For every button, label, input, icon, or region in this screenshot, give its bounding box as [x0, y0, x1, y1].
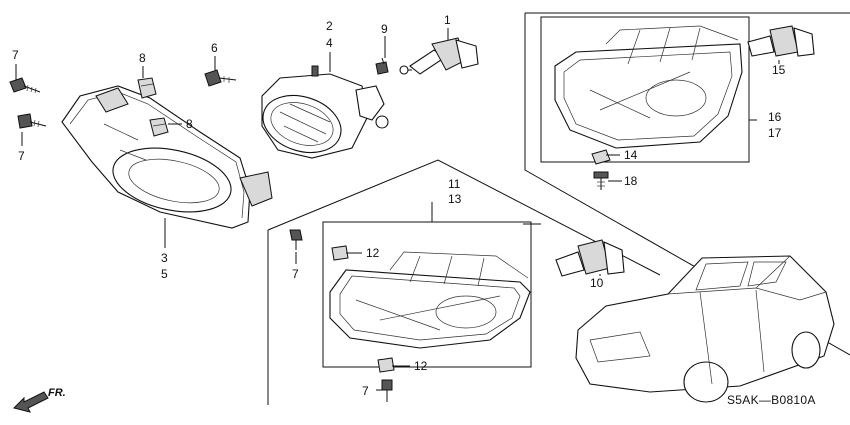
callout-2: 2 — [326, 19, 333, 33]
callout-9: 9 — [381, 22, 388, 36]
screw-7-center-upper — [289, 229, 303, 250]
screw-7-center-lower — [381, 379, 393, 402]
screw-6 — [204, 69, 237, 87]
callout-18: 18 — [624, 174, 638, 188]
callout-14: 14 — [624, 148, 638, 162]
front-label: FR. — [48, 387, 66, 399]
callout-17: 17 — [768, 126, 782, 140]
callout-10: 10 — [590, 276, 604, 290]
inset-frame-right — [540, 16, 750, 163]
callout-labels: 1 2 3 4 5 6 7 7 7 7 8 8 9 10 11 12 12 13… — [12, 13, 786, 398]
leader-lines — [15, 28, 780, 391]
fog-light-unit — [261, 65, 389, 159]
clip-8-upper — [137, 77, 157, 99]
callout-13: 13 — [448, 192, 462, 206]
inset-frame-center — [322, 221, 532, 368]
callout-7-upper-left: 7 — [12, 48, 19, 62]
callout-12-upper: 12 — [366, 246, 380, 260]
bulb-10 — [555, 239, 625, 277]
car-silhouette — [575, 255, 835, 403]
callout-8-upper: 8 — [139, 51, 146, 65]
callout-5: 5 — [161, 267, 168, 281]
clip-12-upper — [331, 245, 349, 261]
callout-15: 15 — [772, 63, 786, 77]
diagram-code: S5AK—B0810A — [727, 393, 816, 407]
callout-6: 6 — [211, 41, 218, 55]
clip-8-lower — [149, 117, 169, 137]
callout-16: 16 — [768, 110, 782, 124]
fog-light-center — [329, 251, 531, 349]
clip-12-lower — [377, 357, 395, 373]
bulb-15 — [747, 25, 815, 57]
clip-14 — [591, 149, 611, 165]
callout-7-center-lower: 7 — [362, 384, 369, 398]
callout-7-lower-left: 7 — [18, 149, 25, 163]
screw-7-upper — [9, 77, 41, 94]
callout-12-lower: 12 — [414, 359, 428, 373]
bulb-1 — [399, 37, 479, 75]
callout-8-lower: 8 — [186, 117, 193, 131]
front-direction-indicator: FR. — [13, 387, 66, 413]
screw-7-lower — [17, 113, 47, 129]
front-arrow-icon — [13, 391, 49, 413]
screw-9 — [375, 57, 389, 75]
callout-4: 4 — [326, 36, 333, 50]
callout-7-center-upper: 7 — [292, 267, 299, 281]
fog-light-right — [554, 25, 743, 149]
fog-light-bezel — [61, 85, 273, 229]
callout-3: 3 — [161, 251, 168, 265]
callout-11: 11 — [448, 177, 461, 191]
center-section-border — [267, 159, 661, 405]
bolt-18 — [593, 171, 609, 190]
callout-1: 1 — [444, 13, 451, 27]
